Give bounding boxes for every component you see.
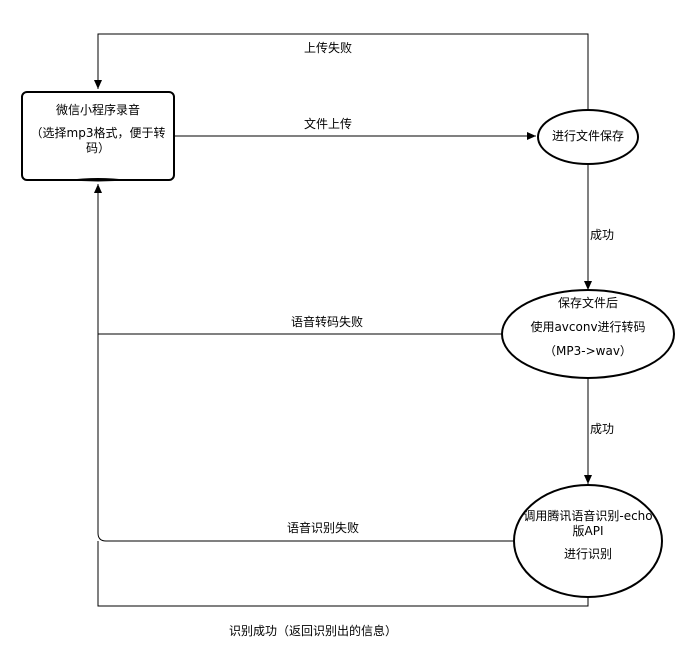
node-wechat-recorder-subtitle: （选择mp3格式，便于转	[30, 126, 166, 140]
edge-label-upload-failed: 上传失败	[304, 40, 352, 55]
node-recognize-line1: 调用腾讯语音识别-echo	[523, 509, 653, 523]
node-convert-line3: （MP3->wav）	[544, 344, 632, 358]
edge-recognize-failed	[94, 184, 514, 542]
node-convert-line1: 保存文件后	[557, 296, 618, 310]
node-wechat-recorder-title: 微信小程序录音	[55, 103, 140, 117]
node-convert	[501, 289, 675, 379]
edge-upload-failed	[94, 33, 589, 110]
edge-label-success-1: 成功	[590, 228, 614, 242]
node-recognize-line3: 进行识别	[563, 547, 612, 561]
node-save-file	[537, 109, 639, 165]
node-recognize-line2: 版API	[572, 524, 604, 538]
node-wechat-recorder-text: 微信小程序录音 （选择mp3格式，便于转 码）	[24, 103, 172, 156]
node-recognize	[513, 484, 663, 598]
node-save-file-text: 进行文件保存	[540, 129, 636, 144]
edge-label-recognize-failed: 语音识别失败	[287, 520, 359, 535]
node-wechat-recorder-subtitle-cont: 码）	[85, 141, 110, 155]
edge-label-recognize-success: 识别成功（返回识别出的信息）	[229, 623, 397, 638]
edge-label-transcode-failed: 语音转码失败	[291, 314, 363, 329]
node-convert-text: 保存文件后 使用avconv进行转码 （MP3->wav）	[506, 296, 670, 359]
node-wechat-recorder-shadow-mark	[68, 178, 128, 182]
node-save-file-label: 进行文件保存	[551, 129, 624, 143]
node-convert-line2: 使用avconv进行转码	[530, 320, 646, 334]
edge-label-upload: 文件上传	[304, 116, 352, 131]
node-recognize-text: 调用腾讯语音识别-echo 版API 进行识别	[514, 509, 662, 562]
edge-recognize-success	[97, 541, 589, 607]
edge-label-success-2: 成功	[590, 422, 614, 436]
